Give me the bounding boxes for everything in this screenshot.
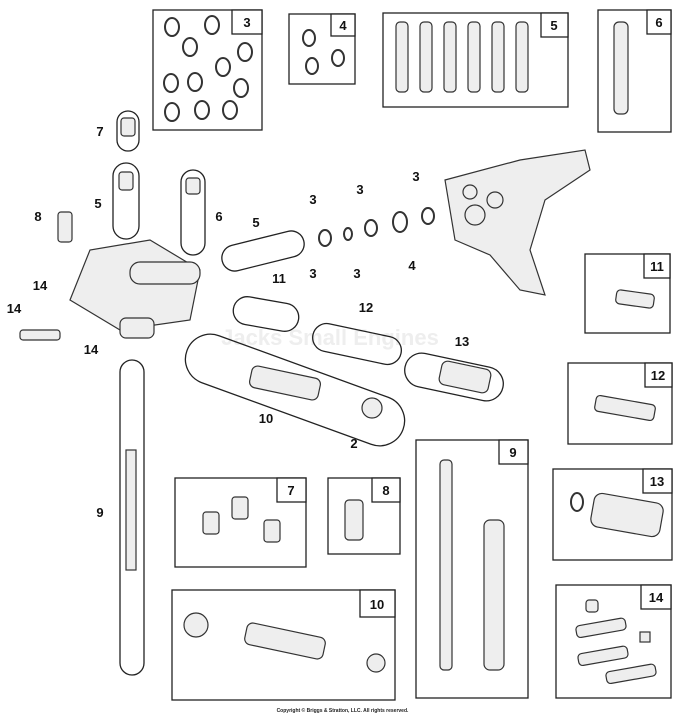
- svg-text:14: 14: [84, 342, 99, 357]
- svg-text:5: 5: [550, 18, 557, 33]
- inset-box-9: 9: [415, 439, 529, 699]
- svg-text:4: 4: [408, 258, 416, 273]
- svg-text:6: 6: [655, 15, 662, 30]
- pump-manifold: [69, 239, 201, 339]
- inset-box-11: 11: [584, 253, 671, 334]
- svg-text:8: 8: [34, 209, 41, 224]
- svg-text:3: 3: [309, 192, 316, 207]
- svg-text:9: 9: [509, 445, 516, 460]
- watermark: Jacks Small Engines: [221, 325, 439, 350]
- svg-text:14: 14: [33, 278, 48, 293]
- svg-text:4: 4: [339, 18, 347, 33]
- svg-text:3: 3: [243, 15, 250, 30]
- inset-box-12: 12: [567, 362, 673, 445]
- svg-text:7: 7: [96, 124, 103, 139]
- copyright-text: Copyright © Briggs & Stratton, LLC. All …: [276, 708, 409, 714]
- callout-labels: 7 5 8 6 14 14 14 9 5 11 12 13 10 2 3 3 3…: [7, 124, 469, 520]
- small-parts: [19, 117, 492, 571]
- pump-head: [444, 149, 591, 296]
- svg-text:7: 7: [287, 483, 294, 498]
- svg-text:14: 14: [649, 590, 664, 605]
- svg-text:3: 3: [412, 169, 419, 184]
- svg-text:3: 3: [353, 266, 360, 281]
- svg-text:12: 12: [359, 300, 373, 315]
- svg-text:11: 11: [650, 259, 664, 274]
- svg-text:11: 11: [272, 271, 286, 286]
- inset-box-13: 13: [552, 468, 673, 561]
- svg-text:8: 8: [382, 483, 389, 498]
- inset-box-5: 5: [382, 12, 569, 108]
- svg-text:10: 10: [370, 597, 384, 612]
- svg-text:12: 12: [651, 368, 665, 383]
- seal-rings: [318, 207, 435, 247]
- svg-text:6: 6: [215, 209, 222, 224]
- inset-box-7: 7: [174, 477, 307, 568]
- svg-text:3: 3: [356, 182, 363, 197]
- inset-box-10: 10: [171, 589, 396, 701]
- svg-text:13: 13: [650, 474, 664, 489]
- inset-box-4: 4: [288, 13, 356, 85]
- svg-text:13: 13: [455, 334, 469, 349]
- svg-text:3: 3: [309, 266, 316, 281]
- inset-box-8: 8: [327, 477, 401, 555]
- svg-text:14: 14: [7, 301, 22, 316]
- group-outlines: [112, 110, 504, 676]
- svg-text:5: 5: [252, 215, 259, 230]
- inset-box-14: 14: [555, 584, 672, 699]
- inset-box-3: 3: [152, 9, 263, 131]
- svg-text:2: 2: [350, 436, 357, 451]
- inset-box-6: 6: [597, 9, 672, 133]
- svg-text:5: 5: [94, 196, 101, 211]
- svg-text:9: 9: [96, 505, 103, 520]
- svg-text:10: 10: [259, 411, 273, 426]
